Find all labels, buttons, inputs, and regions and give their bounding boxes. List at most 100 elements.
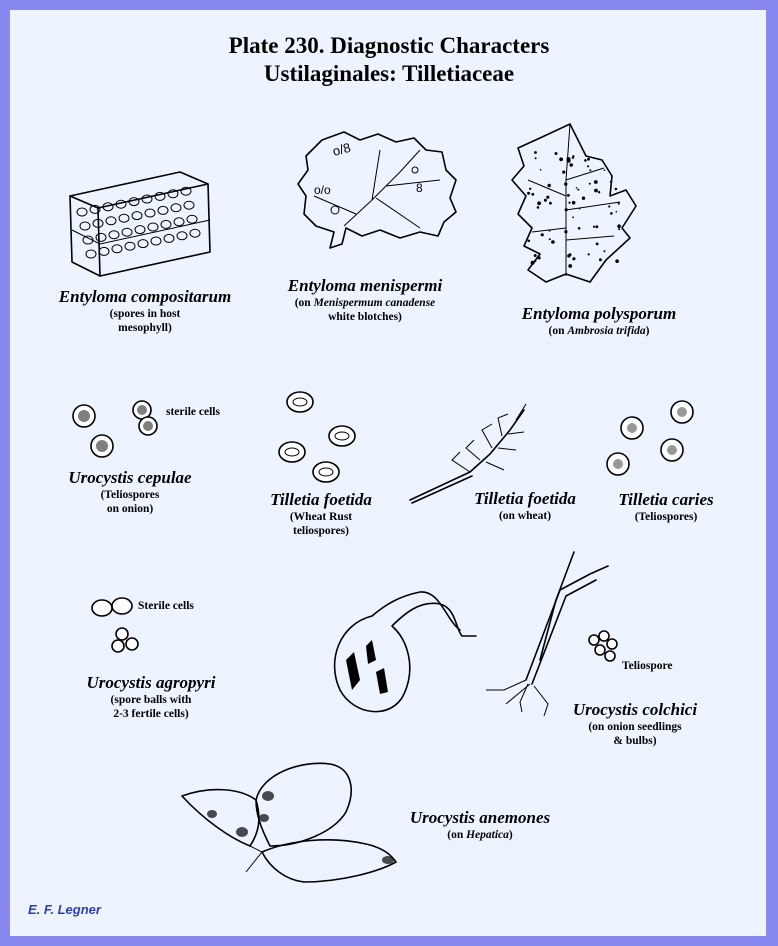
mesophyll-cell xyxy=(124,241,136,251)
leaf-spot xyxy=(543,198,547,202)
species-name: Urocystis colchici xyxy=(572,700,698,719)
leaf-spot xyxy=(571,200,576,205)
leaf-spot xyxy=(534,151,537,154)
svg-text:o/8: o/8 xyxy=(331,140,352,159)
leaf-spot xyxy=(564,230,568,234)
leaf-spot xyxy=(587,165,590,168)
species-name: Tilletia foetida xyxy=(474,489,576,508)
mesophyll-cell xyxy=(189,228,201,238)
mesophyll-cell xyxy=(186,214,198,224)
mesophyll-cell xyxy=(176,231,188,241)
mesophyll-cell xyxy=(102,202,114,212)
label-entyloma-menispermi: Entyloma menispermi (on Menispermum cana… xyxy=(250,276,480,324)
leaf-spot xyxy=(594,188,598,193)
mesophyll-cell xyxy=(82,235,94,245)
species-note: (Wheat Rust xyxy=(289,511,353,523)
hepatica-leaves-illustration xyxy=(181,762,397,883)
species-name: Tilletia caries xyxy=(618,490,714,509)
cepulae-spores-illustration xyxy=(72,400,158,458)
species-note: white blotches) xyxy=(328,311,402,323)
leaf-spot xyxy=(567,254,571,258)
leaf-spot xyxy=(571,156,575,159)
mesophyll-cell xyxy=(131,211,143,221)
teliospore-note: Teliospore xyxy=(622,660,673,672)
species-note: (spore balls with xyxy=(110,694,192,706)
species-name: Urocystis agropyri xyxy=(86,673,216,692)
leaf-spot xyxy=(593,180,598,184)
leaf-spot xyxy=(615,259,619,264)
species-name: Urocystis anemones xyxy=(409,808,551,827)
mesophyll-cell xyxy=(92,218,104,228)
leaf-spot xyxy=(597,191,601,194)
leaf-spot xyxy=(548,229,551,232)
agropyri-spores-illustration xyxy=(91,597,139,653)
leaf-section-illustration xyxy=(69,171,211,277)
mesophyll-cell xyxy=(147,222,159,232)
label-urocystis-anemones: Urocystis anemones (on Hepatica) xyxy=(390,808,570,842)
species-note: & bulbs) xyxy=(613,735,657,747)
mesophyll-cell xyxy=(98,246,110,256)
sterile-cells-note: sterile cells xyxy=(166,406,220,418)
leaf-spot xyxy=(577,188,580,191)
leaf-spot xyxy=(548,238,551,241)
leaf-spot xyxy=(534,260,537,263)
mesophyll-cell xyxy=(76,207,88,217)
mesophyll-cell xyxy=(141,194,153,204)
leaf-spot xyxy=(564,208,568,212)
mesophyll-cell xyxy=(121,227,133,237)
leaf-spot xyxy=(587,253,590,256)
leaf-spot xyxy=(578,207,581,210)
mesophyll-cell xyxy=(180,186,192,196)
mesophyll-cell xyxy=(170,203,182,213)
mesophyll-cell xyxy=(95,232,107,242)
svg-text:o/o: o/o xyxy=(314,183,331,197)
onion-bulb-illustration xyxy=(333,591,477,713)
leaf-spot xyxy=(581,196,586,200)
mesophyll-cell xyxy=(105,216,117,226)
mesophyll-cell xyxy=(89,204,101,214)
plate-title: Plate 230. Diagnostic Characters xyxy=(228,33,550,58)
label-tilletia-foetida-wheat: Tilletia foetida (on wheat) xyxy=(450,489,600,523)
plate-panel xyxy=(10,10,766,936)
label-urocystis-cepulae: Urocystis cepulae (Teliospores on onion) xyxy=(40,468,220,516)
onion-seedling-illustration xyxy=(486,551,609,717)
label-tilletia-caries: Tilletia caries (Teliospores) xyxy=(596,490,736,524)
leaf-spot xyxy=(610,212,613,215)
label-urocystis-colchici: Urocystis colchici (on onion seedlings &… xyxy=(550,700,720,748)
species-note: (on wheat) xyxy=(498,510,552,522)
species-note: (on Ambrosia trifida) xyxy=(548,325,650,337)
leaf-spot xyxy=(564,182,568,186)
leaf-spot xyxy=(588,182,591,185)
label-entyloma-compositarum: Entyloma compositarum (spores in host me… xyxy=(30,287,260,335)
leaf-spot xyxy=(530,260,535,265)
leaf-spot xyxy=(609,180,612,183)
leaf-spot xyxy=(577,227,581,230)
species-note: teliospores) xyxy=(292,525,349,537)
leaf-spot xyxy=(549,201,552,205)
leaf-spot xyxy=(527,191,531,195)
leaf-spot xyxy=(603,250,606,253)
leaf-spot xyxy=(575,187,578,189)
leaf-spot xyxy=(592,225,596,228)
leaf-spot xyxy=(537,201,541,206)
leaf-spot xyxy=(608,205,611,208)
mesophyll-cell xyxy=(167,189,179,199)
mesophyll-cell xyxy=(79,221,91,231)
mesophyll-cell xyxy=(150,236,162,246)
species-note: (Teliospores) xyxy=(634,511,698,523)
leaf-spot xyxy=(562,170,566,174)
menispermum-leaf-illustration: o/8 o/o 8 xyxy=(297,131,457,249)
leaf-spot xyxy=(589,169,592,172)
ambrosia-leaf-illustration xyxy=(511,123,637,283)
caries-spores-illustration xyxy=(606,400,694,476)
leaf-spot xyxy=(598,258,602,262)
mesophyll-cell xyxy=(173,217,185,227)
mesophyll-cell xyxy=(154,191,166,201)
leaf-spot xyxy=(566,157,571,162)
sterile-cells-note: Sterile cells xyxy=(138,600,194,612)
mesophyll-cell xyxy=(157,205,169,215)
leaf-spot xyxy=(551,240,555,244)
species-note: (on Hepatica) xyxy=(447,829,513,841)
wheat-head-illustration xyxy=(409,403,527,504)
